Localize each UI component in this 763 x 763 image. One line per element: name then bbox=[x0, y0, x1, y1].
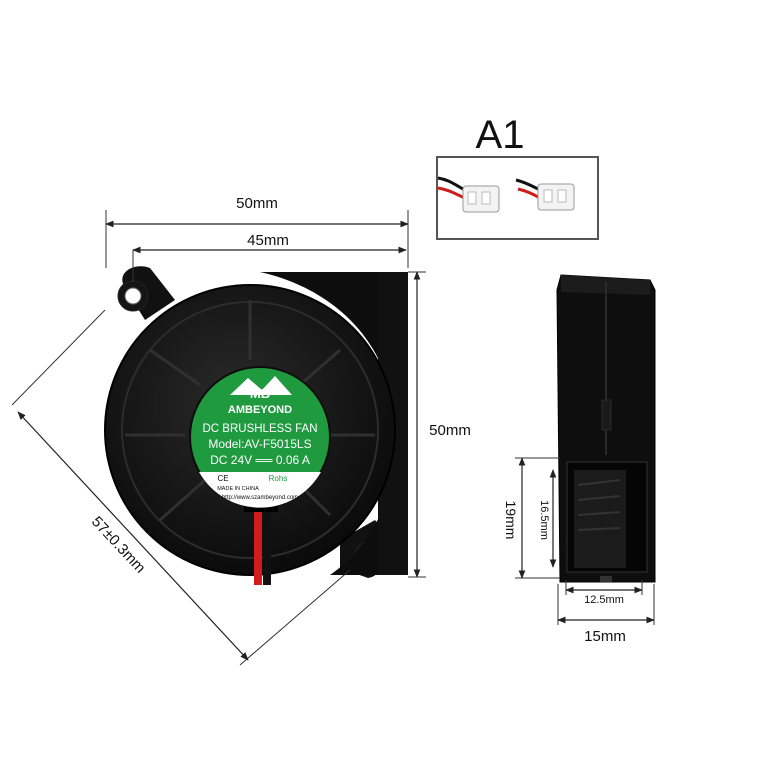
rohs-mark: Rohs bbox=[269, 474, 288, 483]
dim-outlet-height-outer: 19mm bbox=[503, 501, 519, 540]
url-text: http://www.szambeyond.com bbox=[222, 495, 298, 501]
dimension-15mm: 15mm bbox=[557, 584, 655, 645]
brand-logo-icon bbox=[230, 376, 292, 395]
label-line-3: DC 24V ══ 0.06 A bbox=[210, 453, 310, 467]
label-line-1: DC BRUSHLESS FAN bbox=[202, 423, 317, 435]
mount-hole-top bbox=[124, 287, 142, 305]
connector-image-left bbox=[437, 176, 500, 213]
fan-side-view bbox=[556, 274, 656, 583]
dimension-16-5mm: 16.5mm bbox=[538, 469, 557, 568]
variant-title: A1 bbox=[476, 113, 525, 157]
label-line-2: Model:AV-F5015LS bbox=[208, 437, 311, 451]
dim-outer-width: 50mm bbox=[236, 195, 278, 212]
dim-outlet-height-inner: 16.5mm bbox=[538, 500, 550, 540]
dimension-50mm-right: 50mm bbox=[408, 271, 471, 578]
connector-box bbox=[436, 156, 599, 240]
dimension-12-5mm: 12.5mm bbox=[565, 580, 643, 606]
dimension-50mm-top: 50mm bbox=[105, 195, 409, 268]
ce-mark: CE bbox=[217, 474, 228, 483]
dimension-19mm: 19mm bbox=[503, 457, 560, 579]
dim-height: 50mm bbox=[429, 422, 471, 439]
dimension-45mm: 45mm bbox=[132, 232, 407, 282]
logo-text: MB bbox=[250, 386, 270, 401]
dim-thickness: 15mm bbox=[584, 628, 626, 645]
dim-inner-width: 45mm bbox=[247, 232, 289, 249]
dim-outlet-width-inner: 12.5mm bbox=[584, 594, 624, 606]
connector-image-right bbox=[515, 178, 575, 211]
fan-front-view: MB AMBEYOND DC BRUSHLESS FAN Model:AV-F5… bbox=[104, 266, 408, 585]
origin-text: MADE IN CHINA bbox=[217, 486, 259, 492]
label-brand: AMBEYOND bbox=[228, 404, 292, 416]
